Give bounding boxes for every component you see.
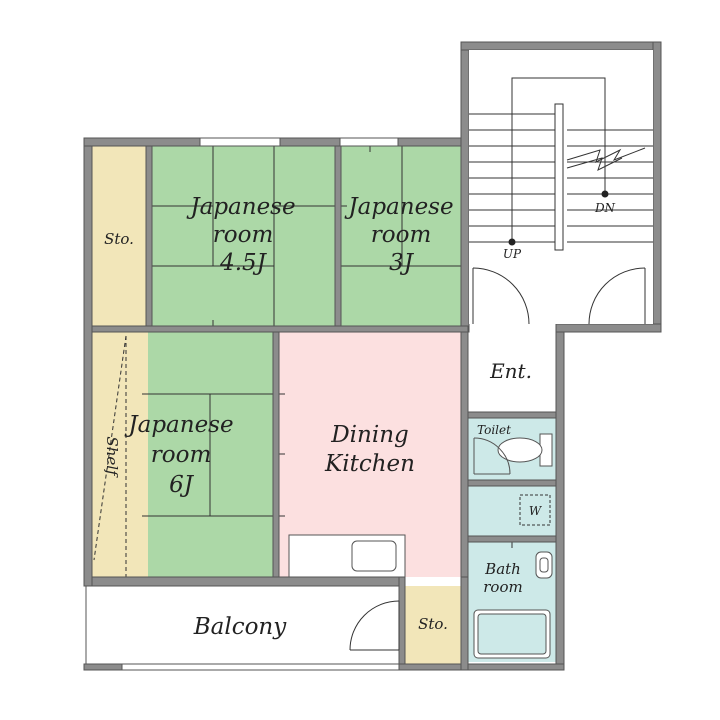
japanese-room-6-label-1: Japanese [124,412,233,438]
staircase [469,50,653,324]
storage-door [349,600,400,651]
japanese-room-45-label-2: room [213,222,274,248]
japanese-room-3-fill [341,146,461,326]
japanese-room-45-label-3: 4.5J [219,250,268,276]
kitchen-counter [288,534,406,578]
dn-marker [601,190,609,198]
japanese-room-45-fill [152,146,335,326]
japanese-room-3-label-1: Japanese [344,194,453,220]
japanese-room-3-label-3: 3J [389,250,415,276]
balcony-outline [85,585,400,665]
japanese-room-6-label-2: room [151,442,212,468]
bath-label-2: room [483,578,522,596]
stairs-dn-label: DN [594,201,616,215]
washer-box [519,494,551,526]
bath-fixtures [473,551,553,659]
shelf-fill [92,332,148,577]
tatami-lines [93,146,461,577]
washroom-fill [468,486,556,536]
stairs-up-label: UP [503,247,522,261]
walls [83,41,662,671]
storage-left-label: Sto. [104,230,134,248]
japanese-room-45-label-1: Japanese [186,194,295,220]
bath-label-1: Bath [484,560,521,578]
storage-bottom-fill [405,586,461,664]
storage-bottom-label: Sto. [418,615,448,633]
balcony-label: Balcony [193,614,288,640]
dining-kitchen-label-1: Dining [330,422,409,448]
toilet-label: Toilet [477,423,511,437]
toilet-fixture [473,433,553,475]
japanese-room-3-label-2: room [371,222,432,248]
landing-doors [472,267,646,325]
storage-left-fill [92,146,146,326]
entrance-label: Ent. [489,359,532,383]
shelf-label: Shelf [103,436,121,478]
japanese-room-6-label-3: 6J [169,472,195,498]
dining-kitchen-label-2: Kitchen [324,451,415,477]
up-marker [508,238,516,246]
washer-label: W [529,504,543,518]
kitchen-sink [351,540,397,572]
